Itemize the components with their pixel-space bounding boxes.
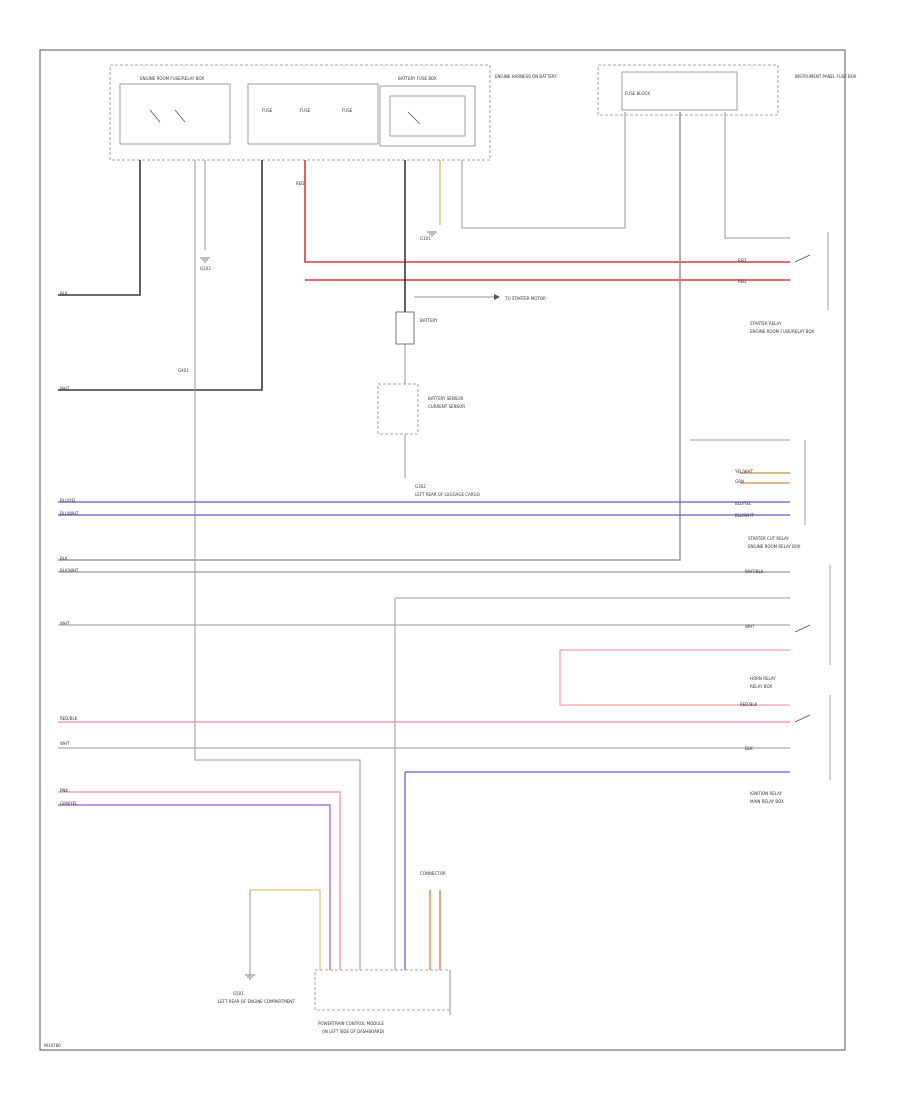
- relay-outline-left: [119, 83, 231, 145]
- battery-sensor-box: [377, 383, 419, 435]
- connector-box: [314, 969, 451, 1011]
- battery-symbol: [395, 311, 415, 345]
- fuse-relay-box-top-left: [109, 64, 491, 161]
- wire-blk-left-drop: [58, 160, 141, 296]
- wire-label-blu-yel: BLU/YEL: [60, 498, 77, 503]
- ground-battery-note: LEFT REAR OF LUGGAGE CARGO: [415, 492, 480, 497]
- wire-label-blk-2: BLK: [60, 556, 68, 561]
- relay-switch-left-2: [174, 109, 186, 123]
- wire-label-wht-1: WHT: [60, 386, 70, 391]
- wire-red-1: [304, 160, 790, 263]
- fuse-label-2: FUSE: [300, 108, 311, 113]
- relay-1-switch: [794, 254, 811, 263]
- wire-label-r-red-blk: RED/BLK: [740, 702, 758, 707]
- ground-3-label: G401: [178, 368, 189, 373]
- relay-2-label: STARTER CUT RELAY: [748, 536, 789, 541]
- battery-sensor-label: BATTERY SENSOR: [428, 396, 463, 401]
- battery-fuse-box-inner: [379, 85, 476, 147]
- wire-gray-4: [58, 112, 681, 561]
- bottom-module-note: (IN LEFT SIDE OF DASHBOARD): [322, 1029, 385, 1034]
- starter-arrow-icon: [494, 294, 500, 300]
- wire-layer: [58, 112, 790, 1015]
- relay-3-label: HORN RELAY: [750, 676, 776, 681]
- fuse-block-inner: [621, 71, 738, 111]
- ground-1-symbol: [200, 257, 210, 263]
- relay-4-switch: [794, 714, 811, 723]
- ground-bottom-label: G501: [233, 991, 244, 996]
- wire-label-red-blk: RED/BLK: [60, 716, 78, 721]
- bottom-module-label: POWERTRAIN CONTROL MODULE: [318, 1021, 384, 1026]
- starter-note: TO STARTER MOTOR: [504, 296, 546, 301]
- wire-label-blk-1: BLK: [60, 291, 68, 296]
- relay-4-note: MAIN RELAY BOX: [750, 799, 784, 804]
- ground-bottom-note: LEFT REAR OF ENGINE COMPARTMENT: [218, 999, 295, 1004]
- wire-gray-5: [724, 112, 790, 239]
- fuse-label-1: FUSE: [262, 108, 273, 113]
- wire-label-r-red-1: RED: [738, 258, 746, 263]
- engine-harness-note: ENGINE HARNESS ON BATTERY: [495, 74, 557, 79]
- diagram-id: W34780: [44, 1043, 61, 1048]
- wire-label-r-yel-wht: YEL/WHT: [734, 469, 754, 474]
- ground-2-symbol: [427, 231, 437, 237]
- ground-1-label: G103: [200, 266, 211, 271]
- relay-switch-left: [149, 109, 161, 123]
- battery-sensor-note: CURRENT SENSOR: [428, 404, 465, 409]
- wire-label-r-blu-yel: BLU/YEL: [735, 501, 752, 506]
- wire-label-r-blk: BLK: [745, 746, 753, 751]
- wire-yel-2: [250, 889, 321, 970]
- wire-label-r-wht-blk: WHT/BLK: [745, 569, 764, 574]
- ecm-fuse-box-label: ENGINE ROOM FUSE/RELAY BOX: [140, 76, 204, 81]
- relay-3-note: RELAY BOX: [750, 684, 772, 689]
- wire-label-r-wht: WHT: [745, 624, 755, 629]
- wire-label-grn-yel: GRN/YEL: [60, 801, 78, 806]
- ground-battery-label: G302: [415, 484, 426, 489]
- relay-2-note: ENGINE ROOM RELAY BOX: [748, 544, 801, 549]
- wire-label-wht-2: WHT: [60, 621, 70, 626]
- wire-label-r-red-2: RED: [738, 279, 746, 284]
- wire-gray-3: [461, 112, 626, 229]
- wire-gray-8: [394, 597, 790, 970]
- wire-label-r-blu-wht: BLU/WHT: [735, 513, 754, 518]
- relay-4-label: IGNITION RELAY: [750, 791, 783, 796]
- fuse-block-top-right: [597, 64, 779, 116]
- connector-label: CONNECTOR: [420, 871, 446, 876]
- relay-3-switch: [794, 624, 811, 633]
- battery-label: BATTERY: [420, 318, 438, 323]
- ground-2-label: G101: [420, 236, 431, 241]
- outer-frame: [39, 49, 846, 1051]
- wire-label-blu-wht: BLU/WHT: [60, 511, 79, 516]
- wire-label-red: RED: [296, 181, 304, 186]
- wire-pink-1: [559, 649, 790, 706]
- fuse-label-3: FUSE: [342, 108, 353, 113]
- wire-gray-long: [194, 160, 361, 970]
- wire-vio-1: [58, 804, 331, 970]
- relay-1-note: ENGINE ROOM FUSE/RELAY BOX: [750, 329, 814, 334]
- wire-label-pnk: PNK: [60, 788, 68, 793]
- wire-blk-2: [58, 160, 263, 391]
- relay-1-label: STARTER RELAY: [750, 321, 782, 326]
- battery-fuse-box-label: BATTERY FUSE BOX: [398, 76, 437, 81]
- wire-blu-3: [404, 771, 790, 970]
- wire-pink-3: [58, 791, 341, 970]
- wire-label-blk-wht: BLK/WHT: [60, 568, 79, 573]
- battery-relay-box: [389, 95, 466, 137]
- fuse-block-label: FUSE BLOCK: [625, 91, 650, 96]
- ground-bottom-symbol: [245, 974, 255, 980]
- wire-label-r-grn: GRN: [735, 479, 744, 484]
- fuse-group-box: [247, 83, 379, 145]
- battery-relay-switch: [407, 111, 421, 125]
- fuse-note-label: INSTRUMENT PANEL FUSE BOX: [795, 74, 857, 79]
- wire-label-wht-3: WHT: [60, 741, 70, 746]
